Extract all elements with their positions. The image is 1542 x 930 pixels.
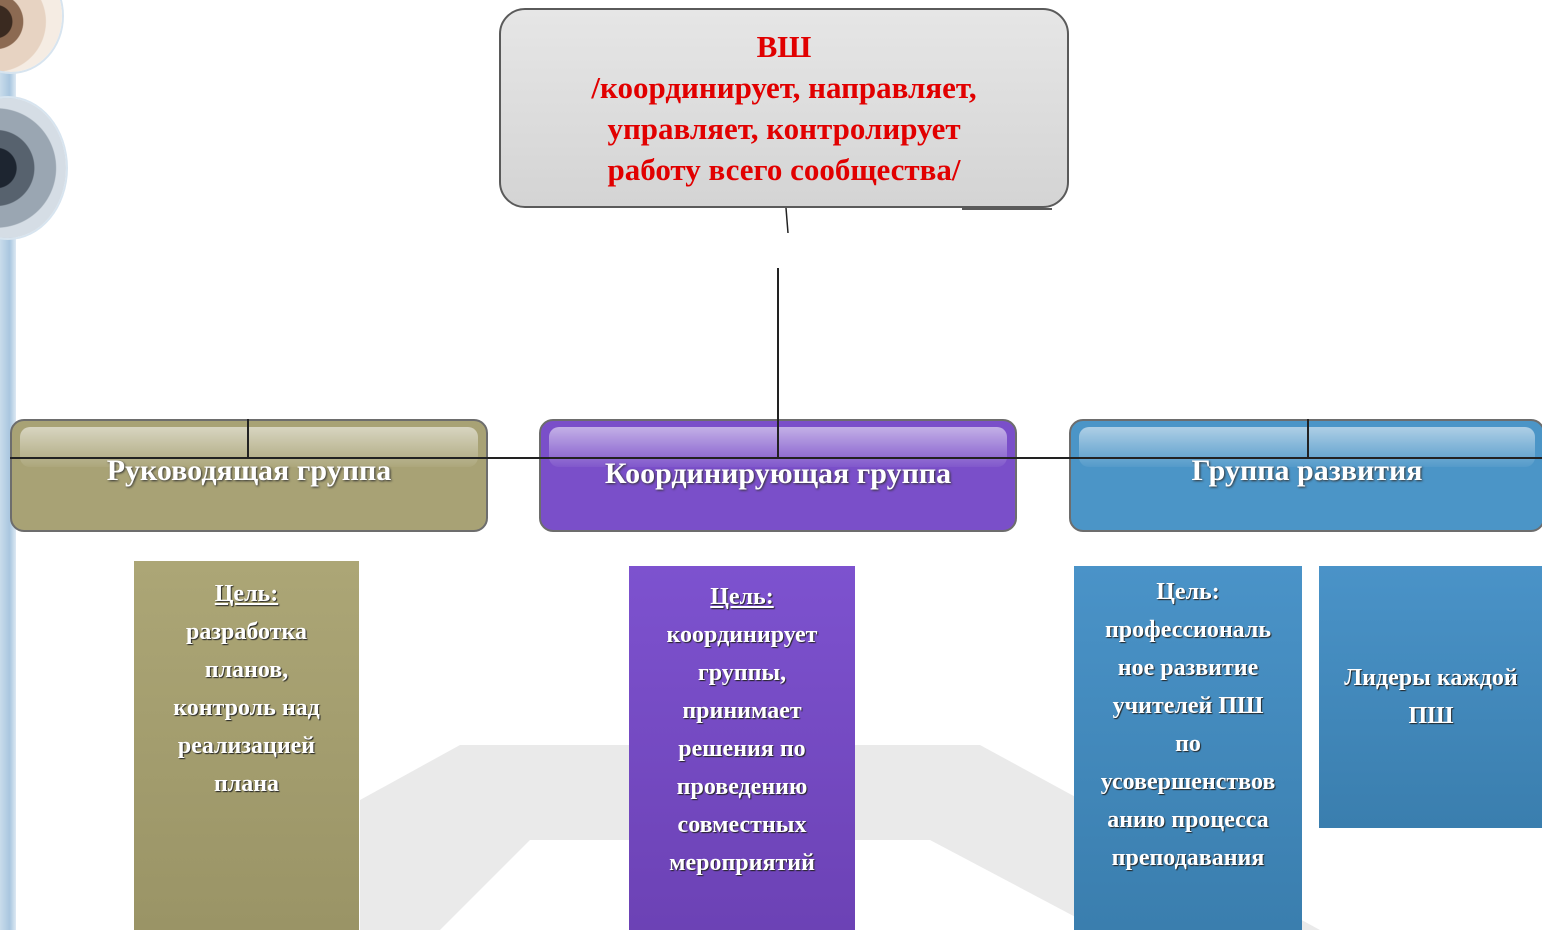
goal-line: координирует xyxy=(666,622,818,648)
goal-line: мероприятий xyxy=(669,850,815,876)
goal-heading: Цель: xyxy=(710,584,774,610)
goal-line: планов, xyxy=(204,657,289,683)
goal-line: совместных xyxy=(677,812,807,838)
goal-line: плана xyxy=(213,771,280,797)
goal-line: преподавания xyxy=(1111,845,1265,871)
leaders-card: Лидеры каждой ПШ xyxy=(1319,566,1542,828)
group-coordination: Координирующая группа xyxy=(539,419,1017,532)
coordination-goal-card: Цель: координирует группы, принимает реш… xyxy=(629,566,855,930)
goal-heading: Цель: xyxy=(1156,579,1220,605)
goal-line: группы, xyxy=(697,660,787,686)
goal-heading: Цель: xyxy=(214,581,279,607)
group-leadership-label: Руководящая группа xyxy=(106,454,392,487)
goal-line: усовершенствов xyxy=(1100,769,1276,795)
group-development-label: Группа развития xyxy=(1191,454,1423,487)
goal-line: по xyxy=(1175,731,1201,757)
top-node-vsh: ВШ /координирует, направляет, управляет,… xyxy=(499,8,1069,208)
leaders-text: Лидеры каждой ПШ xyxy=(1344,665,1518,729)
group-leadership: Руководящая группа xyxy=(10,419,488,532)
top-node-line: управляет, контролирует xyxy=(607,111,961,146)
goal-line: проведению xyxy=(676,774,808,800)
leadership-goal-card: Цель: разработка планов, контроль над ре… xyxy=(134,561,359,930)
group-development: Группа развития xyxy=(1069,419,1542,532)
top-node-line: работу всего сообщества/ xyxy=(607,152,961,187)
goal-line: учителей ПШ xyxy=(1112,693,1264,719)
goal-line: анию процесса xyxy=(1107,807,1269,833)
group-coordination-label: Координирующая группа xyxy=(604,457,952,490)
goal-line: разработка xyxy=(186,619,307,645)
top-node-line: /координирует, направляет, xyxy=(591,70,977,105)
top-node-line: ВШ xyxy=(756,29,812,64)
goal-line: решения по xyxy=(678,736,806,762)
goal-line: контроль над xyxy=(173,695,320,721)
goal-line: реализацией xyxy=(177,733,316,759)
goal-line: принимает xyxy=(682,698,802,724)
goal-line: профессиональ xyxy=(1104,617,1272,643)
goal-line: ное развитие xyxy=(1117,655,1259,681)
development-goal-card: Цель: профессиональ ное развитие учителе… xyxy=(1074,566,1302,930)
